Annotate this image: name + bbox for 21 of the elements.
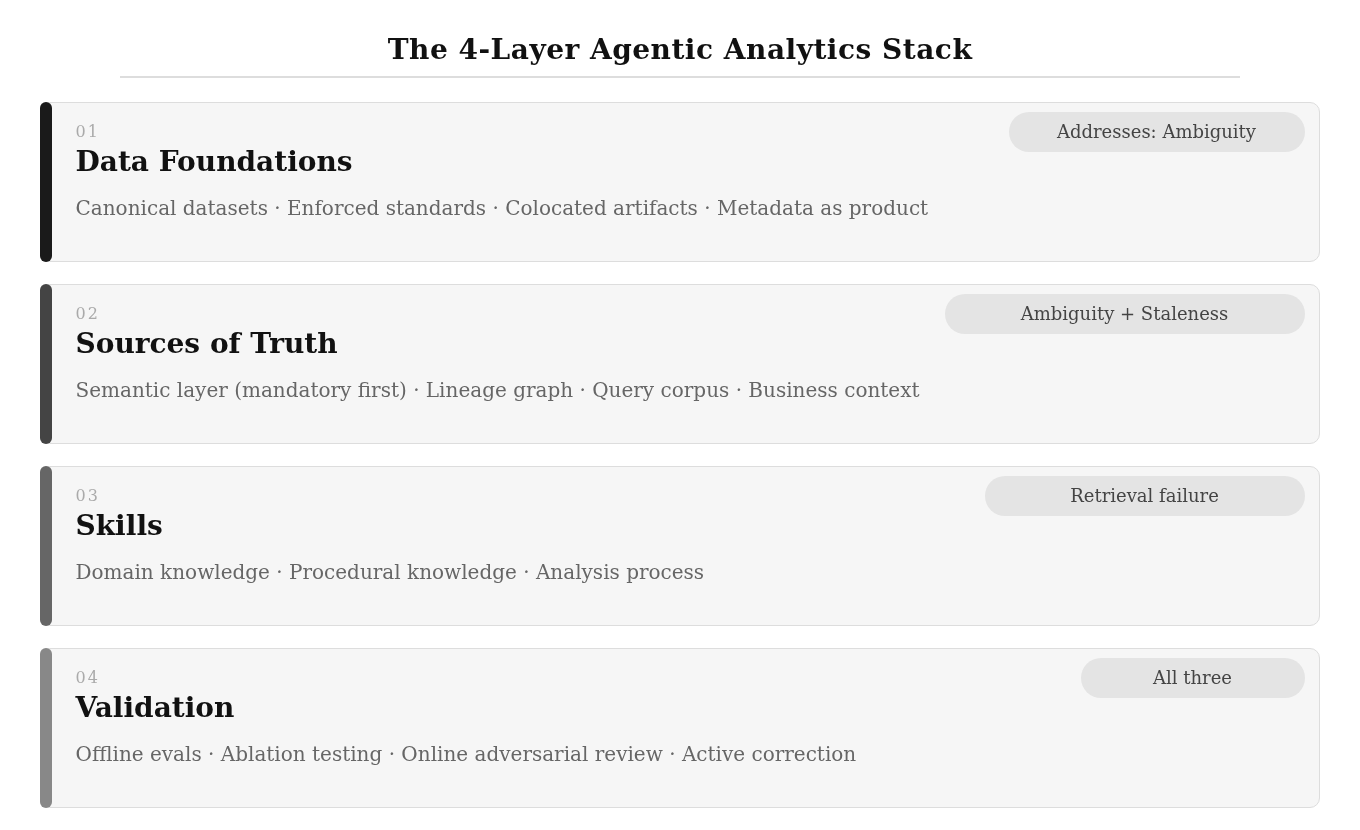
layer-card — [40, 466, 1320, 626]
layer-number: 04 — [75, 667, 100, 687]
layer-title: Skills — [75, 509, 163, 543]
layer-description: Semantic layer (mandatory first) · Lineage graph · Query corpus · Business context — [75, 377, 920, 402]
problem-tag: All three — [1080, 657, 1305, 698]
problem-tag: Addresses: Ambiguity — [1008, 111, 1305, 152]
layer-title: Data Foundations — [75, 145, 353, 179]
layer-number: 01 — [75, 121, 100, 141]
layer-card — [40, 102, 1320, 262]
problem-tag: Retrieval failure — [984, 475, 1305, 516]
problem-tag: Ambiguity + Staleness — [944, 293, 1305, 334]
layer-title: Validation — [75, 691, 235, 725]
layer-description: Domain knowledge · Procedural knowledge · Analysis process — [75, 559, 705, 584]
layer-description: Canonical datasets · Enforced standards · Colocated artifacts · Metadata as product — [75, 195, 929, 220]
diagram-title: The 4-Layer Agentic Analytics Stack — [386, 33, 974, 67]
layer-description: Offline evals · Ablation testing · Online adversarial review · Active correction — [75, 741, 857, 766]
layer-title: Sources of Truth — [75, 327, 338, 361]
layer-card — [40, 648, 1320, 808]
layer-number: 02 — [75, 303, 100, 323]
layer-number: 03 — [75, 485, 100, 505]
layer-card — [40, 284, 1320, 444]
